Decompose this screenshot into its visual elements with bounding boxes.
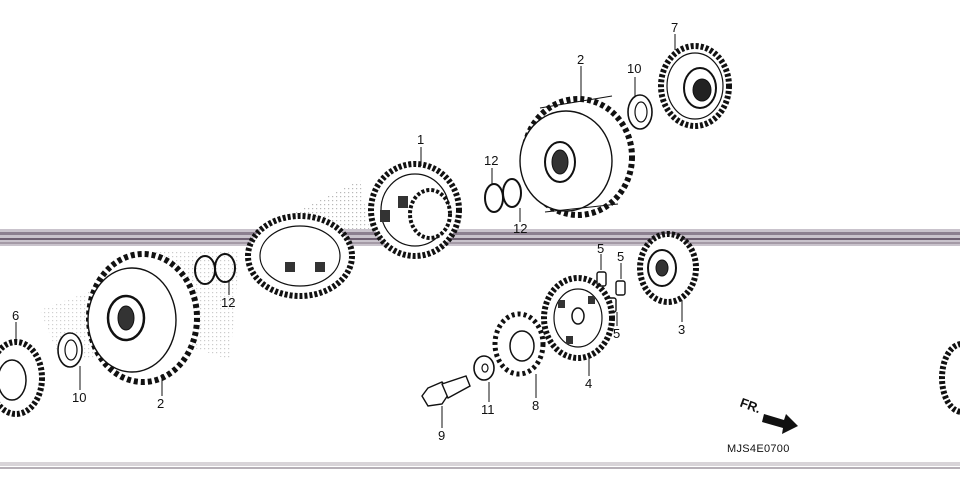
gear-part-8 [492,311,546,377]
callout-12-lower: 12 [221,295,236,310]
gear-part-6 [0,339,45,417]
diagram-code: MJS4E0700 [727,443,790,455]
gear-part-edge-right [939,341,960,415]
gear-part-1-lower [245,213,355,299]
gear-part-7 [658,43,732,129]
callout-2-top: 2 [577,52,585,67]
callout-6: 6 [12,308,20,323]
callout-8: 8 [532,398,540,413]
washer-part-10-top [627,94,653,130]
gear-part-3 [637,231,699,305]
callout-5-c: 5 [613,326,621,341]
bolt-part-9 [421,375,471,407]
gear-plate-part-4 [541,275,615,361]
scan-glitch-band [0,229,960,246]
clutch-drum-part-2-top [519,95,635,218]
callout-2-lower: 2 [157,396,165,411]
o-rings-part-12-top [484,178,522,213]
callout-10-top: 10 [627,61,642,76]
clutch-drum-part-2-lower [86,251,200,385]
callout-7: 7 [671,20,679,35]
callout-5-a: 5 [597,241,605,256]
callout-5-b: 5 [617,249,625,264]
callout-12-top-left: 12 [484,153,499,168]
washer-part-11 [473,355,495,381]
callout-11: 11 [481,402,495,417]
leader-lines [15,34,683,428]
callout-4: 4 [585,376,593,391]
callout-9: 9 [438,428,446,443]
front-arrow-icon [762,414,798,434]
washer-part-10-lower [57,332,83,368]
callout-3: 3 [678,322,686,337]
bottom-noise-band [0,462,960,469]
o-rings-part-12-lower [194,253,236,285]
callout-1: 1 [417,132,425,147]
callout-10-lower: 10 [72,390,87,405]
gear-part-1 [368,161,462,259]
callout-12-top-right: 12 [513,221,528,236]
